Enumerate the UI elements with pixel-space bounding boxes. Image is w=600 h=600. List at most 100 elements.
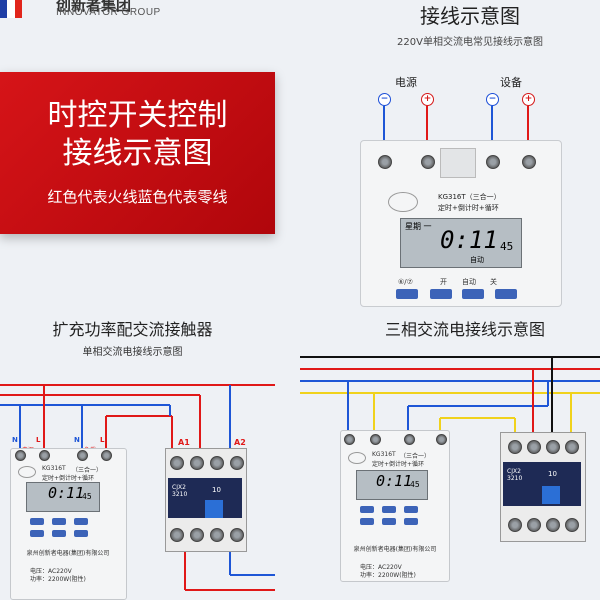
terminal-cover (440, 148, 476, 178)
terminal-screw (190, 528, 204, 542)
brand-name-en: INNOVATOR GROUP (56, 7, 161, 18)
right-spec-voltage: 电压：AC220V (360, 564, 402, 571)
top-model: KG316T（三合一） (438, 193, 501, 201)
terminal-screw (378, 155, 392, 169)
terminal-screw (210, 456, 224, 470)
terminal-screw (508, 518, 522, 532)
terminal-screw (230, 456, 244, 470)
btn-label-off: 关 (490, 278, 497, 286)
page-title: 接线示意图 (420, 4, 520, 28)
device-pos-icon: + (522, 93, 535, 106)
top-lcd-screen (400, 218, 522, 268)
power-neg-icon: − (378, 93, 391, 106)
device-button[interactable] (382, 506, 396, 513)
page-subtitle: 220V单相交流电常见接线示意图 (397, 37, 543, 48)
device-label: 设备 (500, 76, 522, 89)
left-model-note: （三合一） (72, 467, 103, 474)
terminal-screw (421, 155, 435, 169)
btn-label-left: ⑥/⑦ (398, 278, 413, 286)
terminal-a1: A1 (178, 438, 190, 447)
contactor-10: 10 (548, 470, 557, 478)
power-pos-icon: + (421, 93, 434, 106)
terminal-screw (522, 155, 536, 169)
left-spec-power: 功率：2200W(阻性) (30, 576, 86, 583)
lcd-week: 星期 一 (405, 222, 432, 231)
terminal-screw (486, 155, 500, 169)
terminal-screw (527, 440, 541, 454)
left-features: 定时+倒计时+循环 (42, 475, 95, 482)
btn-label-on: 开 (440, 278, 447, 286)
contactor-button[interactable] (205, 500, 223, 518)
right-model: KG316T (372, 451, 396, 458)
terminal-screw (101, 450, 112, 461)
banner-legend: 红色代表火线蓝色代表零线 (47, 188, 228, 206)
contactor-10: 10 (212, 486, 221, 494)
left-lcd-seconds: 45 (82, 492, 92, 501)
device-button[interactable] (52, 530, 66, 537)
left-company: 泉州创新者电器(集团)有限公司 (26, 550, 110, 557)
left-model: KG316T (42, 465, 66, 472)
device-neg-icon: − (486, 93, 499, 106)
brand-name-cn: 创新者集团 (56, 0, 132, 14)
terminal-screw (210, 528, 224, 542)
logo-icon (388, 192, 418, 212)
terminal-screw (565, 518, 579, 532)
terminal-screw (404, 434, 415, 445)
terminal-screw (344, 434, 355, 445)
right-features: 定时+倒计时+循环 (372, 461, 425, 468)
btn-label-auto: 自动 (462, 278, 476, 286)
terminal-screw (77, 450, 88, 461)
device-button[interactable] (52, 518, 66, 525)
contactor-button[interactable] (542, 486, 560, 504)
terminal-screw (190, 456, 204, 470)
left-spec-voltage: 电压：AC220V (30, 568, 72, 575)
terminal-label-l2: L (100, 436, 105, 444)
title-banner (0, 72, 275, 234)
terminal-a2: A2 (234, 438, 246, 447)
terminal-screw (39, 450, 50, 461)
terminal-label-n1: N (12, 436, 18, 444)
logo-icon (18, 466, 36, 478)
power-label: 电源 (395, 76, 417, 89)
right-company: 泉州创新者电器(集团)有限公司 (353, 546, 437, 553)
device-button[interactable] (74, 530, 88, 537)
terminal-label-n2: N (74, 436, 80, 444)
device-button[interactable] (74, 518, 88, 525)
contactor-model: CJX2 3210 (172, 484, 188, 498)
device-button[interactable] (404, 518, 418, 525)
device-button[interactable] (404, 506, 418, 513)
lcd-seconds: 45 (500, 240, 514, 253)
device-button[interactable] (360, 506, 374, 513)
device-button[interactable] (30, 518, 44, 525)
right-spec-power: 功率：2200W(阻性) (360, 572, 416, 579)
terminal-screw (436, 434, 447, 445)
left-lcd-time: 0:11 (48, 484, 85, 502)
terminal-screw (508, 440, 522, 454)
device-button[interactable] (30, 530, 44, 537)
banner-line-2: 接线示意图 (62, 136, 213, 171)
logo-icon (348, 452, 366, 464)
terminal-screw (527, 518, 541, 532)
terminal-label-l1: L (36, 436, 41, 444)
device-button[interactable] (462, 289, 484, 299)
device-button[interactable] (430, 289, 452, 299)
right-section-title: 三相交流电接线示意图 (384, 320, 545, 339)
lcd-mode: 自动 (470, 256, 484, 264)
terminal-screw (546, 518, 560, 532)
device-button[interactable] (382, 518, 396, 525)
device-button[interactable] (495, 289, 517, 299)
left-section-subtitle: 单相交流电接线示意图 (82, 347, 183, 358)
device-button[interactable] (396, 289, 418, 299)
terminal-screw (230, 528, 244, 542)
left-section-title: 扩充功率配交流接触器 (52, 320, 213, 339)
right-lcd-time: 0:11 (376, 472, 413, 490)
terminal-screw (15, 450, 26, 461)
right-model-note: （三合一） (400, 453, 431, 460)
lcd-time: 0:11 (440, 226, 498, 254)
contactor-model: CJX2 3210 (507, 468, 523, 482)
banner-line-1: 时控开关控制 (47, 98, 228, 133)
top-features: 定时+倒计时+循环 (438, 204, 499, 212)
right-lcd-seconds: 45 (410, 480, 420, 489)
device-button[interactable] (360, 518, 374, 525)
right-lcd-screen (356, 470, 428, 500)
